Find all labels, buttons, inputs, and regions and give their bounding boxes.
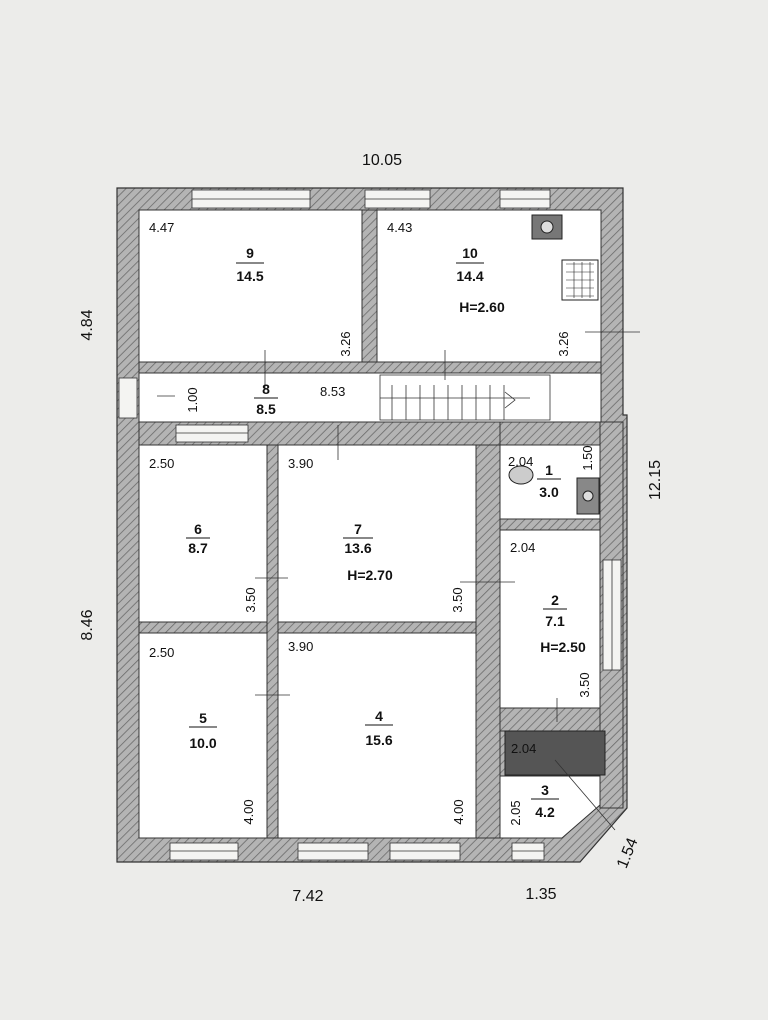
dim-bottom-right: 1.35 (525, 886, 556, 903)
windows (118, 189, 622, 861)
dim-r8-w: 8.53 (320, 384, 345, 399)
dim-top: 10.05 (362, 152, 402, 169)
dim-r3-h: 2.05 (508, 800, 523, 825)
room-5-floor (138, 632, 268, 839)
svg-text:4.2: 4.2 (535, 804, 555, 820)
dim-corner: 1.54 (614, 836, 641, 871)
dim-r9-w: 4.47 (149, 220, 174, 235)
svg-text:H=2.60: H=2.60 (459, 299, 505, 315)
room-1-label: 1 3.0 (537, 462, 561, 500)
dim-r5-w: 2.50 (149, 645, 174, 660)
fixtures (508, 214, 600, 515)
room-4-floor (277, 632, 477, 839)
room-5-label: 5 10.0 (189, 710, 217, 751)
svg-text:3: 3 (541, 782, 549, 798)
dim-r9-h: 3.26 (338, 331, 353, 356)
svg-text:10: 10 (462, 245, 478, 261)
svg-text:5: 5 (199, 710, 207, 726)
dim-r1-w: 2.04 (508, 454, 533, 469)
svg-text:8: 8 (262, 381, 270, 397)
svg-text:2: 2 (551, 592, 559, 608)
toilet-icon (508, 465, 534, 485)
stairs (379, 374, 551, 421)
svg-text:14.4: 14.4 (456, 268, 483, 284)
dim-r5-h: 4.00 (241, 799, 256, 824)
svg-text:9: 9 (246, 245, 254, 261)
dim-r10-w: 4.43 (387, 220, 412, 235)
dim-right: 12.15 (647, 460, 664, 500)
svg-text:H=2.70: H=2.70 (347, 567, 393, 583)
svg-text:7: 7 (354, 521, 362, 537)
dark-beam (504, 730, 606, 776)
svg-text:14.5: 14.5 (236, 268, 263, 284)
wall-6-5 (138, 621, 268, 634)
dim-r4-w: 3.90 (288, 639, 313, 654)
svg-text:7.1: 7.1 (545, 613, 565, 629)
dim-left-upper: 4.84 (79, 309, 96, 340)
room-9-label: 9 14.5 (236, 245, 264, 284)
dim-r7-h: 3.50 (450, 587, 465, 612)
svg-text:4: 4 (375, 708, 383, 724)
room-2-label: 2 7.1 H=2.50 (540, 592, 586, 655)
wall-2-3 (499, 707, 601, 732)
room-7-floor (277, 444, 477, 623)
dim-r2-w: 2.04 (510, 540, 535, 555)
svg-text:13.6: 13.6 (344, 540, 371, 556)
dim-r4-h: 4.00 (451, 799, 466, 824)
svg-text:1: 1 (545, 462, 553, 478)
svg-text:3.0: 3.0 (539, 484, 559, 500)
room-9-floor (138, 209, 363, 363)
room-10-label: 10 14.4 H=2.60 (456, 245, 505, 315)
wall-9-10 (361, 209, 378, 363)
svg-text:10.0: 10.0 (189, 735, 216, 751)
wall-7-4 (277, 621, 477, 634)
room-6-floor (138, 444, 268, 623)
dimension-ticks (157, 331, 640, 831)
dim-r3-w: 2.04 (511, 741, 536, 756)
wall-6-7 (266, 444, 279, 839)
dim-r8-h: 1.00 (185, 387, 200, 412)
dim-r6-w: 2.50 (149, 456, 174, 471)
svg-text:H=2.50: H=2.50 (540, 639, 586, 655)
svg-text:8.5: 8.5 (256, 401, 276, 417)
room-8-label: 8 8.5 (254, 381, 278, 417)
dim-r6-h: 3.50 (243, 587, 258, 612)
dim-left-lower: 8.46 (79, 609, 96, 640)
room-6-label: 6 8.7 (186, 521, 210, 556)
wall-1-2 (499, 518, 601, 531)
room-2-floor (499, 529, 601, 709)
room-4-label: 4 15.6 (365, 708, 393, 748)
dim-r2-h: 3.50 (577, 672, 592, 697)
dim-r1-h: 1.50 (580, 445, 595, 470)
wall-center-right (475, 444, 501, 839)
dim-r7-w: 3.90 (288, 456, 313, 471)
wall-hall-top (138, 361, 602, 374)
room-3-label: 3 4.2 (531, 782, 559, 820)
svg-text:8.7: 8.7 (188, 540, 208, 556)
svg-text:6: 6 (194, 521, 202, 537)
dim-bottom-left: 7.42 (292, 888, 323, 905)
dim-r10-h: 3.26 (556, 331, 571, 356)
room-7-label: 7 13.6 H=2.70 (343, 521, 393, 583)
svg-text:15.6: 15.6 (365, 732, 392, 748)
